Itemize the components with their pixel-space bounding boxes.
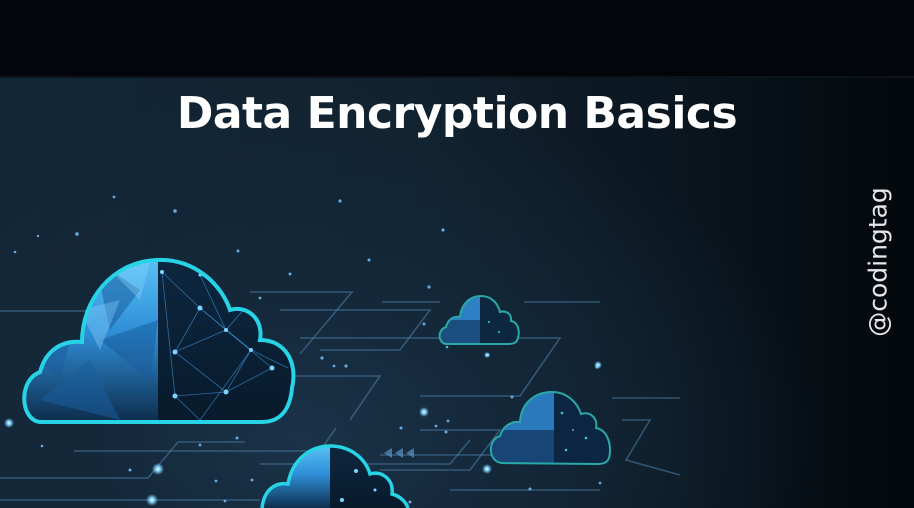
watermark-handle: @codingtag [863, 187, 893, 337]
top-band [0, 0, 914, 76]
cloud-medium-right-icon [489, 390, 611, 466]
glowing-nodes [4, 352, 602, 506]
network-nodes [13, 195, 602, 504]
arrow-chevrons [384, 448, 414, 458]
cloud-large-icon [22, 257, 296, 424]
page-title: Data Encryption Basics [176, 88, 738, 139]
cloud-small-top-icon [438, 294, 520, 345]
divider [0, 76, 914, 78]
